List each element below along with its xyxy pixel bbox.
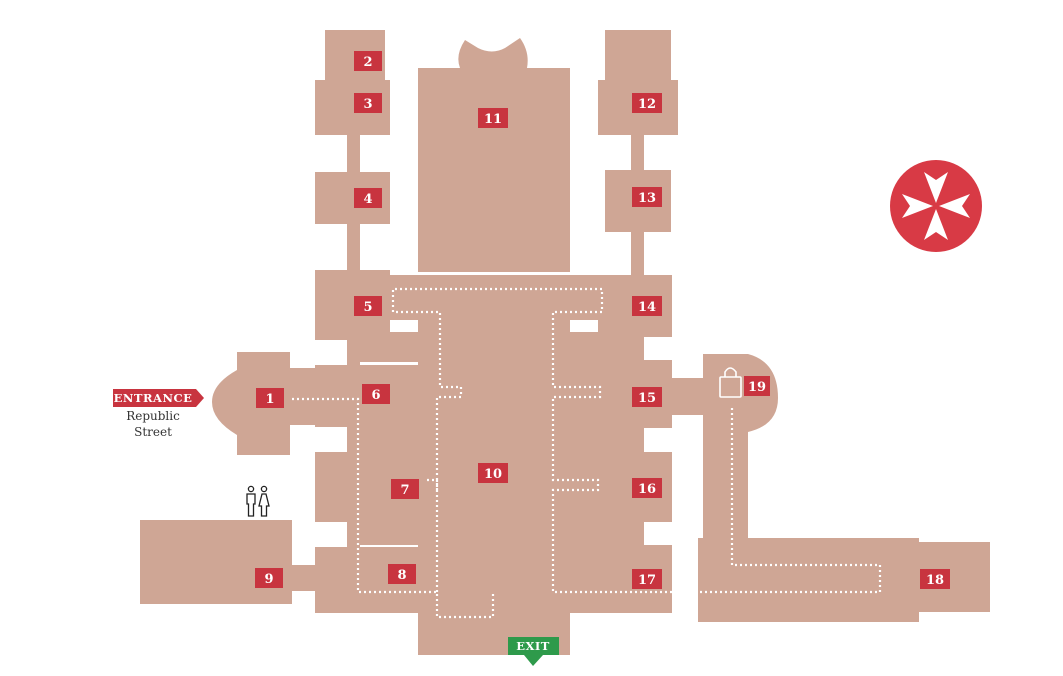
room-label-10[interactable]: 10 <box>478 463 508 483</box>
entrance-label: ENTRANCE <box>114 391 193 405</box>
svg-text:18: 18 <box>926 573 944 588</box>
svg-text:8: 8 <box>397 568 406 583</box>
svg-text:19: 19 <box>748 380 766 395</box>
shopping-bag-icon <box>719 367 742 398</box>
svg-text:3: 3 <box>363 97 372 112</box>
corridor-3-4 <box>347 135 360 175</box>
corridor-14-15 <box>631 335 644 363</box>
svg-text:15: 15 <box>638 391 656 406</box>
street-name-line2: Street <box>134 425 172 439</box>
room-label-17[interactable]: 17 <box>632 569 662 589</box>
svg-text:9: 9 <box>264 572 273 587</box>
corridor-16-17 <box>631 520 644 548</box>
svg-text:2: 2 <box>363 55 372 70</box>
room-label-5[interactable]: 5 <box>354 296 382 316</box>
chapel-7-upper <box>358 425 420 453</box>
room-label-13[interactable]: 13 <box>632 187 662 207</box>
corridor-7-8 <box>347 520 360 550</box>
room-label-3[interactable]: 3 <box>354 93 382 113</box>
chapel-17-upper <box>570 517 632 545</box>
corridor-13-14 <box>631 230 644 275</box>
corridor-4-5 <box>347 222 360 272</box>
room-label-16[interactable]: 16 <box>632 478 662 498</box>
room-label-9[interactable]: 9 <box>255 568 283 588</box>
svg-text:1: 1 <box>265 392 274 407</box>
room-label-4[interactable]: 4 <box>354 188 382 208</box>
room-label-7[interactable]: 7 <box>391 479 419 499</box>
svg-text:12: 12 <box>638 97 656 112</box>
svg-text:11: 11 <box>484 112 502 127</box>
room-label-18[interactable]: 18 <box>920 569 950 589</box>
corridor-9-8 <box>290 565 318 591</box>
route-left <box>292 397 495 619</box>
chapel-8-upper <box>358 517 420 545</box>
svg-text:5: 5 <box>363 300 372 315</box>
room-shape-19-corridor <box>672 354 919 622</box>
room-label-1[interactable]: 1 <box>256 388 284 408</box>
exit-marker[interactable]: EXIT <box>508 637 559 666</box>
maltese-cross-icon <box>890 160 982 252</box>
room-label-19[interactable]: 19 <box>744 376 770 396</box>
room-label-15[interactable]: 15 <box>632 387 662 407</box>
chapel-15-upper <box>570 332 632 360</box>
room-label-11[interactable]: 11 <box>478 108 508 128</box>
room-label-14[interactable]: 14 <box>632 296 662 316</box>
chapel-6-upper <box>358 332 420 362</box>
street-name: Republic Street <box>108 408 198 440</box>
room-label-2[interactable]: 2 <box>354 51 382 71</box>
room-shape-12-top <box>605 30 671 82</box>
corridor-15-16 <box>631 426 644 456</box>
corridor-12-13 <box>631 135 644 172</box>
restroom-icon <box>246 485 270 517</box>
svg-text:10: 10 <box>484 467 502 482</box>
room-shape-11 <box>418 38 570 272</box>
svg-text:7: 7 <box>400 483 409 498</box>
room-labels: 1 2 3 4 5 6 7 8 9 10 11 12 13 14 15 16 1… <box>255 51 950 589</box>
svg-text:14: 14 <box>638 300 656 315</box>
entrance-marker[interactable]: ENTRANCE <box>113 389 204 407</box>
room-label-8[interactable]: 8 <box>388 564 416 584</box>
room-shape-9 <box>140 520 292 604</box>
chapel-16-upper <box>570 425 632 453</box>
svg-text:17: 17 <box>638 573 656 588</box>
corridor-5-6 <box>347 338 360 368</box>
visitor-route <box>292 287 882 619</box>
street-name-line1: Republic <box>126 409 180 423</box>
svg-text:4: 4 <box>363 192 372 207</box>
building-shapes <box>140 30 990 655</box>
exit-label: EXIT <box>516 639 550 653</box>
svg-text:16: 16 <box>638 482 656 497</box>
room-label-12[interactable]: 12 <box>632 93 662 113</box>
svg-text:13: 13 <box>638 191 656 206</box>
corridor-6-7 <box>347 425 360 455</box>
room-label-6[interactable]: 6 <box>362 384 390 404</box>
svg-text:6: 6 <box>371 388 380 403</box>
